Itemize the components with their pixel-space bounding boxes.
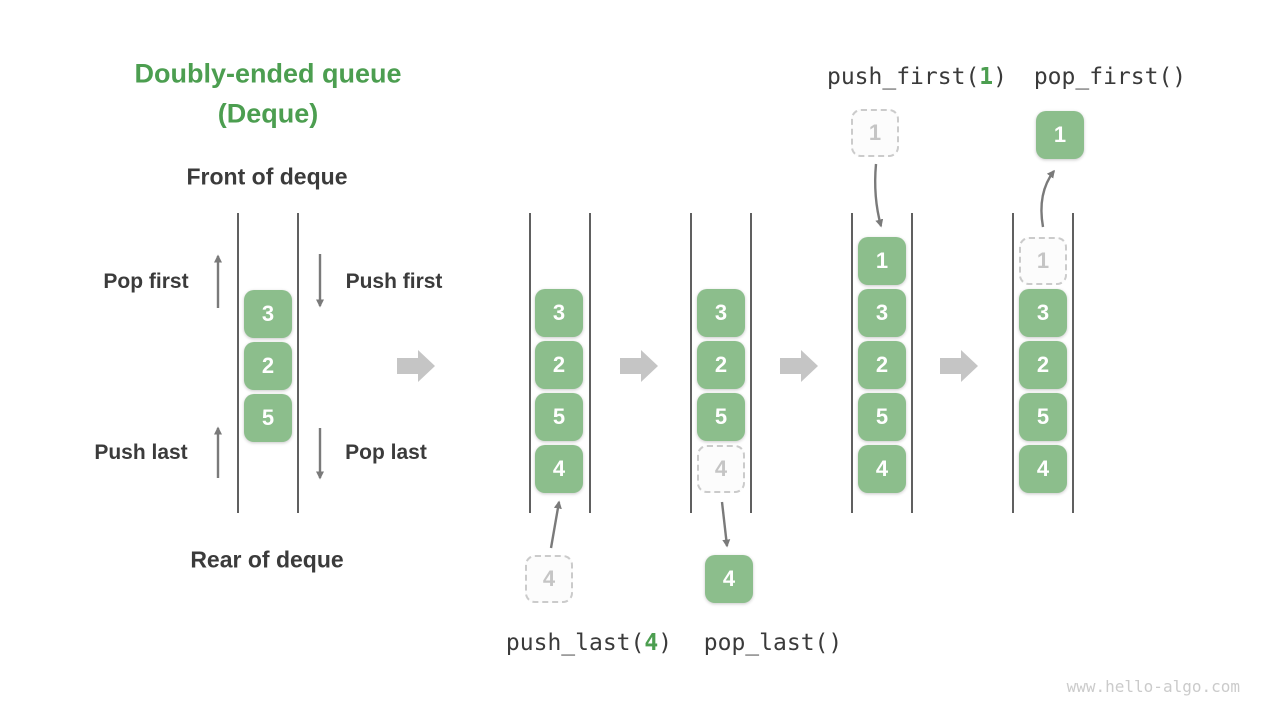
queue4-item: 2 — [858, 341, 906, 389]
operation-arrows — [214, 163, 1055, 549]
pop-last-label: Pop last — [345, 441, 427, 464]
step-arrow-icon-3 — [780, 350, 818, 382]
queue3-item: 2 — [697, 341, 745, 389]
push-last-label: Push last — [94, 441, 188, 464]
queue4-item: 4 — [858, 445, 906, 493]
figure-title-line2: (Deque) — [217, 98, 319, 129]
queue3-ghost-slot: 4 — [697, 445, 745, 493]
queue5-item: 2 — [1019, 341, 1067, 389]
push-first-code-label: push_first(1) — [827, 64, 1007, 90]
pop-first-popped-node: 1 — [1036, 111, 1084, 159]
site-watermark: www.hello-algo.com — [1066, 677, 1240, 696]
queue5-item: 4 — [1019, 445, 1067, 493]
step-arrows — [397, 350, 978, 382]
push-last-code-label: push_last(4) — [506, 630, 672, 656]
push-last-incoming-node: 4 — [525, 555, 573, 603]
queue5-item: 3 — [1019, 289, 1067, 337]
queue4-item: 5 — [858, 393, 906, 441]
step-arrow-icon-2 — [620, 350, 658, 382]
pop-first-remove-arrow-icon — [1040, 169, 1055, 228]
push-first-code-pre: push_first( — [826, 64, 980, 90]
pop-first-code-label: pop_first() — [1033, 64, 1187, 90]
pop-last-remove-arrow-icon — [720, 501, 731, 548]
front-of-deque-label: Front of deque — [186, 163, 348, 190]
queue2-item: 3 — [535, 289, 583, 337]
pop-last-code-label: pop_last() — [703, 630, 843, 656]
push-last-code-arg: 4 — [644, 630, 659, 656]
queue2-item: 4 — [535, 445, 583, 493]
demo-queue-item: 5 — [244, 394, 292, 442]
figure-title-line1: Doubly-ended queue — [134, 58, 402, 89]
push-last-insert-arrow-icon — [549, 500, 562, 549]
push-first-code-post: ) — [993, 64, 1008, 90]
push-last-code-pre: push_last( — [505, 630, 645, 656]
pop-last-popped-node: 4 — [705, 555, 753, 603]
demo-queue-item: 3 — [244, 290, 292, 338]
step-arrow-icon-1 — [397, 350, 435, 382]
step-arrow-icon-4 — [940, 350, 978, 382]
rear-of-deque-label: Rear of deque — [190, 546, 344, 573]
push-first-code-arg: 1 — [979, 64, 994, 90]
queue5-item: 5 — [1019, 393, 1067, 441]
demo-queue-item: 2 — [244, 342, 292, 390]
pop-first-label: Pop first — [103, 270, 189, 293]
queue2-item: 2 — [535, 341, 583, 389]
push-first-label: Push first — [345, 270, 443, 293]
queue4-item: 3 — [858, 289, 906, 337]
queue3-item: 5 — [697, 393, 745, 441]
push-first-incoming-node: 1 — [851, 109, 899, 157]
push-last-code-post: ) — [658, 630, 673, 656]
queue2-item: 5 — [535, 393, 583, 441]
queue4-item: 1 — [858, 237, 906, 285]
queue5-ghost-slot: 1 — [1019, 237, 1067, 285]
queue-channels — [237, 213, 1074, 513]
queue3-item: 3 — [697, 289, 745, 337]
push-first-insert-arrow-icon — [873, 163, 884, 228]
